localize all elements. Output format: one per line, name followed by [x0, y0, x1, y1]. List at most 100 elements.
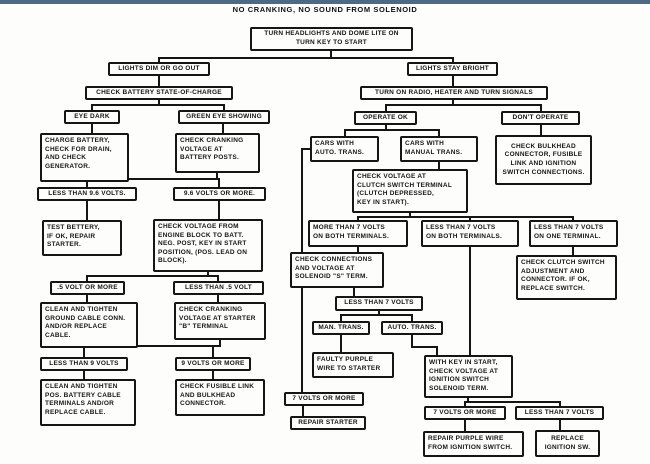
- connector-line: [212, 371, 214, 379]
- connector-line: [559, 401, 561, 406]
- node-clean-pos-battery-cable: CLEAN AND TIGHTEN POS. BATTERY CABLE TER…: [40, 379, 136, 426]
- connector-line: [302, 406, 304, 416]
- connector-line: [86, 275, 219, 277]
- connector-line: [86, 275, 88, 281]
- node-check-cranking-battery: CHECK CRANKING VOLTAGE AT BATTERY POSTS.: [175, 133, 260, 173]
- node-man-trans: MAN. TRANS.: [312, 321, 370, 335]
- connector-line: [378, 311, 380, 315]
- node-repair-purple-wire: REPAIR PURPLE WIRE FROM IGNITION SWITCH.: [423, 431, 524, 457]
- connector-line: [91, 104, 93, 110]
- connector-line: [86, 201, 88, 220]
- node-less-than-7-volts-mid: LESS THAN 7 VOLTS: [335, 296, 423, 311]
- connector-line: [357, 247, 359, 252]
- connector-line: [385, 104, 542, 106]
- node-check-battery-state: CHECK BATTERY STATE-OF-CHARGE: [85, 86, 233, 100]
- connector-line: [452, 76, 454, 86]
- node-9-volts-or-more: 9 VOLTS OR MORE: [175, 357, 251, 371]
- connector-line: [344, 129, 440, 131]
- node-dont-operate: DON'T OPERATE: [501, 111, 580, 125]
- node-faulty-purple-wire: FAULTY PURPLE WIRE TO STARTER: [312, 352, 394, 378]
- connector-line: [411, 335, 413, 348]
- node-check-engine-block-voltage: CHECK VOLTAGE FROM ENGINE BLOCK TO BATT.…: [153, 219, 263, 272]
- connector-line: [385, 104, 387, 111]
- node-with-key-in-start: WITH KEY IN START, CHECK VOLTAGE AT IGNI…: [424, 355, 513, 398]
- node-green-eye-showing: GREEN EYE SHOWING: [178, 110, 270, 124]
- connector-line: [438, 162, 440, 169]
- connector-line: [158, 100, 160, 104]
- connector-line: [83, 371, 85, 379]
- diagram-title: NO CRANKING, NO SOUND FROM SOLENOID: [232, 5, 418, 14]
- node-cars-manual-trans: CARS WITH MANUAL TRANS.: [400, 136, 478, 162]
- connector-line: [340, 314, 342, 321]
- top-border-bar: [0, 0, 650, 4]
- node-less-than-half-volt: LESS THAN .5 VOLT: [173, 281, 264, 295]
- connector-line: [572, 216, 574, 221]
- connector-line: [301, 148, 311, 150]
- node-check-fusible-link: CHECK FUSIBLE LINK AND BULKHEAD CONNECTO…: [175, 379, 265, 416]
- connector-line: [469, 216, 471, 221]
- connector-line: [207, 271, 209, 276]
- node-check-starter-b-terminal: CHECK CRANKING VOLTAGE AT STARTER "B" TE…: [174, 302, 266, 340]
- connector-line: [452, 100, 454, 104]
- node-test-battery: TEST BETTERY, IF OK, REPAIR STARTER.: [42, 220, 122, 256]
- node-less-than-96-volts: LESS THAN 9.6 VOLTS.: [37, 187, 137, 201]
- node-less-than-7-volts-bottom: LESS THAN 7 VOLTS: [515, 406, 604, 420]
- connector-line: [217, 295, 219, 302]
- connector-line: [411, 346, 438, 348]
- connector-line: [464, 401, 466, 406]
- connector-line: [357, 216, 359, 221]
- connector-line: [86, 178, 88, 187]
- connector-line: [217, 275, 219, 281]
- connector-line: [464, 401, 561, 403]
- node-96-volts-or-more: 9.6 VOLTS OR MORE.: [173, 187, 266, 201]
- connector-line: [158, 57, 160, 62]
- node-start: TURN HEADLIGHTS AND DOME LITE ON TURN KE…: [250, 27, 413, 51]
- connector-line: [91, 124, 93, 133]
- connector-line: [540, 125, 542, 135]
- connector-line: [436, 346, 438, 355]
- connector-line: [83, 345, 221, 347]
- connector-line: [559, 420, 561, 430]
- connector-line: [158, 76, 160, 86]
- connector-line: [222, 124, 224, 133]
- connector-line: [452, 57, 454, 62]
- connector-line: [409, 212, 411, 217]
- node-half-volt-or-more: .5 VOLT OR MORE: [50, 281, 125, 295]
- node-cars-auto-trans: CARS WITH AUTO. TRANS.: [310, 136, 379, 162]
- node-check-solenoid-s-terminal: CHECK CONNECTIONS AND VOLTAGE AT SOLENOI…: [290, 252, 384, 288]
- connector-line: [467, 398, 469, 402]
- node-check-clutch-adjustment: CHECK CLUTCH SWITCH ADJUSTMENT AND CONNE…: [516, 255, 617, 300]
- node-charge-battery: CHARGE BATTERY, CHECK FOR DRAIN, AND CHE…: [40, 133, 129, 182]
- node-more-7-both-terminals: MORE THAN 7 VOLTS ON BOTH TERMINALS.: [308, 220, 408, 247]
- node-turn-on-radio: TURN ON RADIO, HEATER AND TURN SIGNALS: [360, 86, 548, 100]
- connector-line: [223, 104, 225, 110]
- connector-line: [344, 129, 346, 136]
- connector-line: [464, 420, 466, 431]
- connector-line: [330, 51, 332, 58]
- connector-line: [540, 104, 542, 111]
- connector-line: [218, 201, 220, 219]
- node-replace-ignition-switch: REPLACE IGNITION SW.: [535, 430, 600, 457]
- node-less-than-9-volts: LESS THAN 9 VOLTS: [40, 357, 128, 371]
- connector-line: [411, 314, 413, 321]
- connector-line: [218, 178, 220, 187]
- connector-line: [219, 340, 221, 345]
- node-clean-ground-cable: CLEAN AND TIGHTEN GROUND CABLE CONN. AND…: [40, 302, 138, 348]
- node-check-clutch-switch-voltage: CHECK VOLTAGE AT CLUTCH SWITCH TERMINAL …: [352, 169, 468, 213]
- node-operate-ok: OPERATE OK: [354, 111, 417, 125]
- connector-line: [86, 178, 220, 180]
- connector-line: [91, 104, 225, 106]
- connector-line: [353, 288, 355, 296]
- node-repair-starter: REPAIR STARTER: [290, 416, 366, 430]
- connector-line: [385, 125, 387, 129]
- node-lights-dim: LIGHTS DIM OR GO OUT: [108, 62, 210, 76]
- connector-line: [86, 295, 88, 302]
- node-check-bulkhead-connector: CHECK BULKHEAD CONNECTOR, FUSIBLE LINK A…: [495, 135, 592, 185]
- connector-line: [216, 173, 218, 178]
- connector-line: [572, 247, 574, 255]
- connector-line: [357, 216, 574, 218]
- node-lights-stay-bright: LIGHTS STAY BRIGHT: [407, 62, 498, 76]
- node-7-volts-or-more-right: 7 VOLTS OR MORE: [424, 406, 506, 420]
- node-less-7-both-terminals: LESS THAN 7 VOLTS ON BOTH TERMINALS.: [421, 220, 519, 247]
